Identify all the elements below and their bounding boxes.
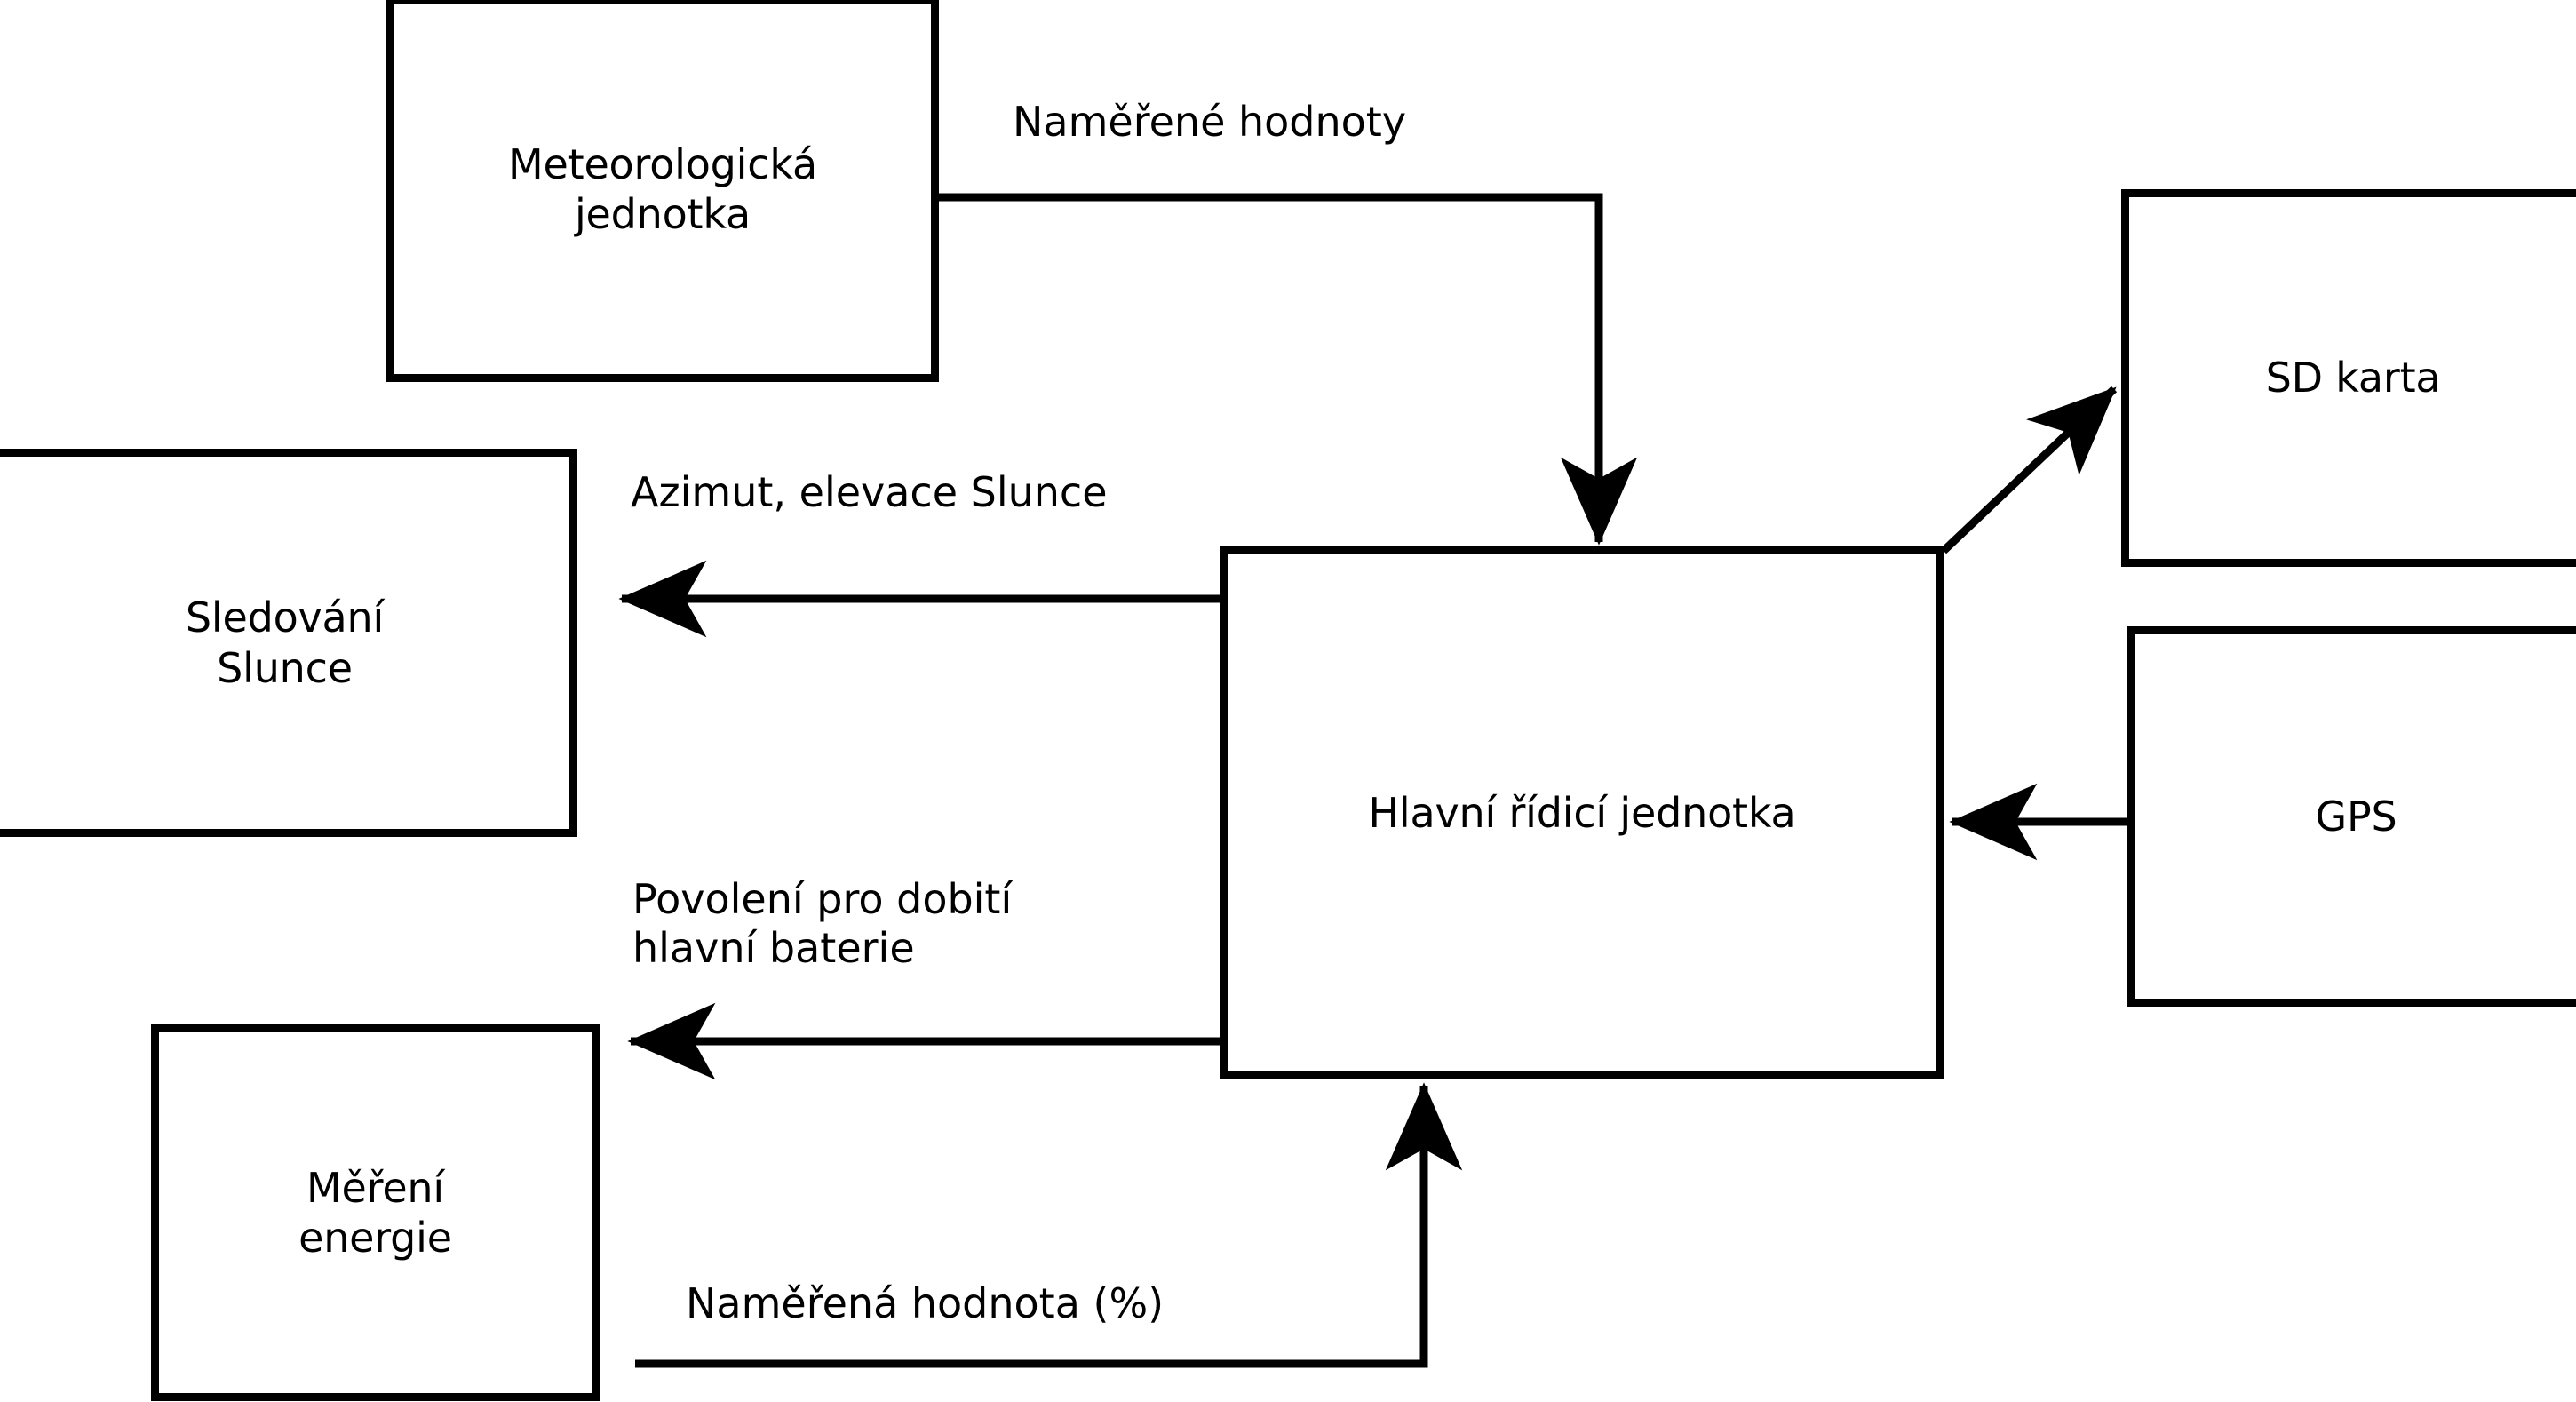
node-hlavni-ridici-jednotka[interactable]: Hlavní řídicí jednotka (1220, 546, 1944, 1079)
node-meteorologicka-jednotka[interactable]: Meteorologická jednotka (386, 0, 939, 382)
node-label-sdcard: SD karta (2265, 354, 2441, 402)
edge-label-povoleni-pro-dobiti: Povolení pro dobití hlavní baterie (632, 875, 1013, 973)
edge-label-namerena-hodnota: Naměřená hodnota (%) (686, 1279, 1165, 1327)
edge-main-to-sdcard (1940, 386, 2118, 554)
edge-energy-to-main (635, 1082, 1463, 1368)
edge-meteo-to-main (939, 193, 1638, 546)
node-label-meteo: Meteorologická jednotka (508, 139, 817, 238)
edge-label-namerene-hodnoty: Naměřené hodnoty (1013, 98, 1407, 146)
node-gps[interactable]: GPS (2127, 626, 2576, 1007)
node-label-energy: Měření energie (298, 1163, 452, 1262)
node-mereni-energie[interactable]: Měření energie (151, 1024, 600, 1401)
node-sledovani-slunce[interactable]: Sledování Slunce (0, 449, 577, 837)
node-label-tracking: Sledování Slunce (185, 593, 385, 692)
node-label-gps: GPS (2315, 792, 2397, 840)
edge-label-azimut-elevace-slunce: Azimut, elevace Slunce (631, 468, 1108, 516)
node-sd-karta[interactable]: SD karta (2121, 189, 2576, 567)
node-label-main: Hlavní řídicí jednotka (1368, 788, 1796, 837)
